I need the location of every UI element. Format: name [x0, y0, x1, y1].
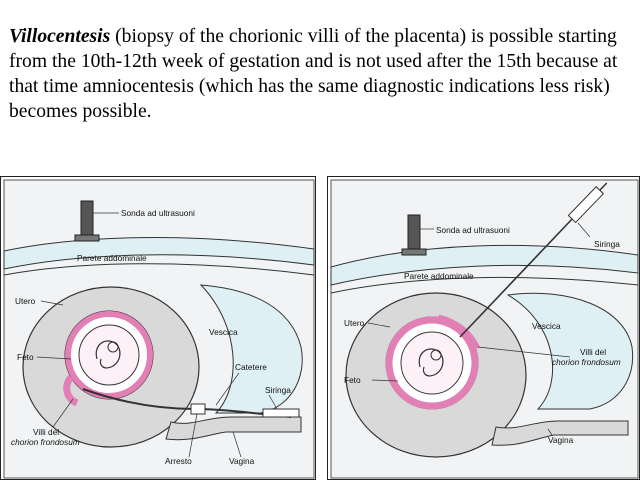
ultrasound-probe-icon: [407, 214, 421, 252]
transcervical-diagram: Sonda ad ultrasuoni Parete addominale Ut…: [3, 179, 315, 479]
embryo-head: [107, 341, 119, 353]
embryo-shape: [95, 340, 121, 369]
chorion-frondosum: [63, 374, 79, 407]
chorion-ring: [65, 311, 153, 399]
abdominal-wall-inner: [330, 276, 639, 294]
amnion: [78, 324, 140, 386]
label-bladder: Vescica: [209, 327, 238, 337]
label-probe: Sonda ad ultrasuoni: [121, 208, 195, 218]
label-abdominal-wall: Parete addominale: [77, 253, 147, 263]
syringe-icon: [262, 408, 300, 418]
intro-term: Villocentesis: [9, 26, 111, 47]
needle-line: [459, 216, 575, 338]
probe-head: [74, 234, 100, 242]
label-villi-1: Villi del: [33, 427, 59, 437]
label-syringe: Siringa: [594, 239, 620, 249]
intro-text: (biopsy of the chorionic villi of the pl…: [9, 26, 618, 122]
chorion-frondosum: [436, 314, 481, 352]
probe-head: [401, 248, 427, 256]
label-vagina: Vagina: [229, 456, 255, 466]
leader-lines: [36, 212, 278, 458]
ultrasound-probe-icon: [80, 200, 94, 238]
label-villi-2: chorion frondosum: [552, 357, 621, 367]
stop-ring: [190, 403, 206, 415]
embryo-shape: [418, 348, 444, 377]
intro-paragraph: Villocentesis (biopsy of the chorionic v…: [9, 24, 634, 124]
abdominal-wall-inner: [3, 263, 315, 276]
label-probe: Sonda ad ultrasuoni: [436, 225, 510, 235]
cervix-shape: [491, 420, 629, 446]
label-catheter: Catetere: [235, 362, 267, 372]
label-syringe: Siringa: [265, 385, 291, 395]
label-fetus: Feto: [17, 352, 34, 362]
label-villi-2: chorion frondosum: [11, 437, 80, 447]
syringe-icon: [567, 182, 608, 224]
label-fetus: Feto: [344, 375, 361, 385]
label-uterus: Utero: [344, 318, 365, 328]
bladder-shape: [506, 292, 634, 410]
figure-transcervical: Sonda ad ultrasuoni Parete addominale Ut…: [0, 176, 316, 480]
leader-lines: [367, 222, 591, 436]
label-stop: Arresto: [165, 456, 192, 466]
label-uterus: Utero: [15, 296, 36, 306]
figure-transabdominal: Sonda ad ultrasuoni Siringa Parete addom…: [327, 176, 640, 480]
label-bladder: Vescica: [532, 321, 561, 331]
label-vagina: Vagina: [548, 435, 574, 445]
amnion: [400, 331, 464, 395]
label-villi-1: Villi del: [580, 347, 606, 357]
bladder-shape: [199, 284, 303, 414]
cervix-shape: [165, 416, 302, 441]
label-abdominal-wall: Parete addominale: [404, 271, 474, 281]
transabdominal-diagram: Sonda ad ultrasuoni Siringa Parete addom…: [330, 179, 639, 479]
chorion-ring: [385, 316, 479, 410]
embryo-head: [430, 349, 442, 361]
